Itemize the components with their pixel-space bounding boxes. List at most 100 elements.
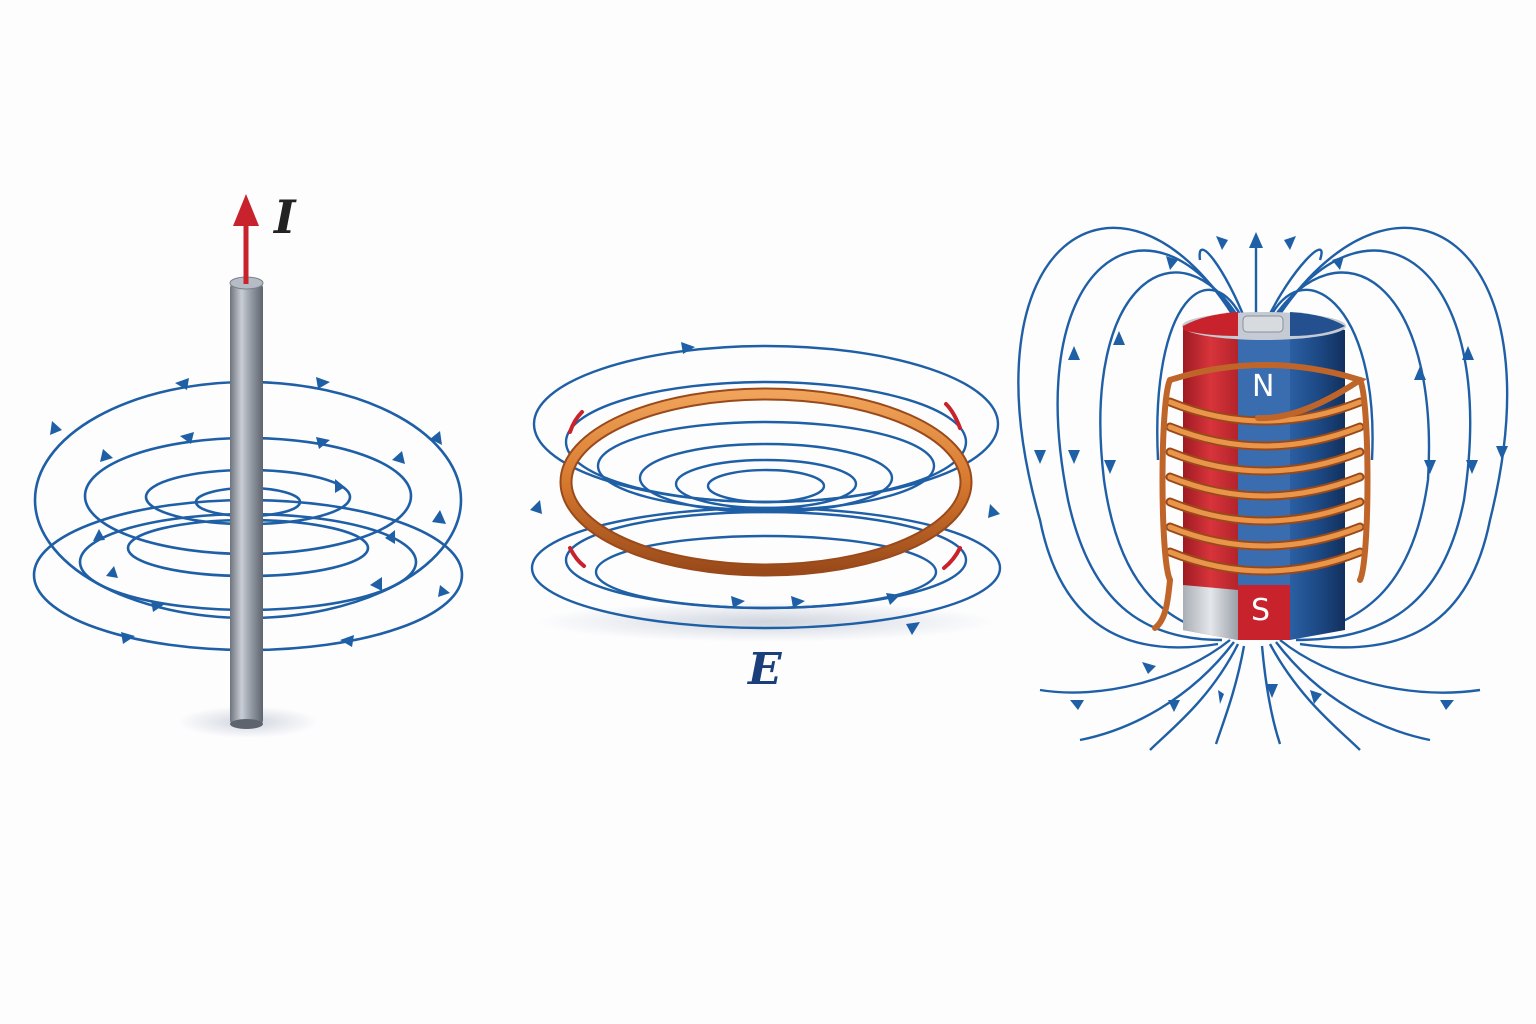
field-arrow <box>791 596 805 608</box>
field-arrow <box>180 432 194 444</box>
field-arrow <box>316 437 330 449</box>
field-line-bottom-8 <box>1279 639 1481 694</box>
field-arrow <box>430 431 442 445</box>
field-arrow <box>1424 460 1436 474</box>
loop-field-ring-3 <box>596 420 936 512</box>
current-mark <box>568 410 584 434</box>
magnet-panel: N S <box>1017 226 1509 751</box>
field-arrow <box>1496 446 1508 460</box>
field-arrow <box>1068 450 1080 464</box>
loop-panel: E <box>530 342 1002 695</box>
field-line-right-5 <box>1264 248 1323 323</box>
field-arrow <box>988 504 1000 518</box>
current-arrow <box>233 194 259 284</box>
field-arrow <box>370 577 382 591</box>
field-arrow <box>530 500 542 514</box>
loop-field-lines <box>530 344 1002 630</box>
field-arrow <box>1284 236 1296 250</box>
field-line-bottom-5 <box>1260 645 1282 745</box>
field-arrow <box>1462 346 1474 360</box>
field-line-left-1 <box>1017 226 1234 649</box>
field-arrow <box>886 593 900 605</box>
coil-turn-highlight <box>1167 524 1363 549</box>
coil-turn-highlight <box>1167 474 1363 499</box>
field-arrow <box>1466 460 1478 474</box>
field-line-bottom-4 <box>1214 645 1246 745</box>
wire-rod-bottom <box>230 719 263 729</box>
field-line-left-5 <box>1198 248 1248 323</box>
field-line-bottom-6 <box>1268 643 1361 751</box>
field-arrow <box>731 596 745 608</box>
field-arrow <box>1166 256 1178 270</box>
current-mark <box>942 546 962 570</box>
field-line-right-3 <box>1271 271 1431 638</box>
magnet-terminal <box>1242 315 1284 333</box>
field-arrow <box>1068 346 1080 360</box>
south-pole-label: S <box>1251 593 1270 628</box>
coil-turn-highlight <box>1167 499 1363 524</box>
field-arrow <box>385 530 395 544</box>
field-arrow <box>1216 236 1228 250</box>
coil-turn-highlight <box>1167 424 1363 449</box>
field-arrow <box>335 479 345 493</box>
current-loop-ring-highlight <box>561 389 971 575</box>
field-line-right-2 <box>1275 249 1472 642</box>
field-line-bottom-3 <box>1149 643 1240 751</box>
field-arrow <box>340 635 354 647</box>
field-arrow <box>316 377 330 389</box>
loop-field-ring-9 <box>594 534 938 610</box>
field-arrow <box>1332 256 1344 270</box>
field-arrow <box>121 632 135 644</box>
magnet-south-red <box>1238 585 1290 640</box>
magnet-top-red <box>1183 312 1238 336</box>
coil-top-lead <box>1167 362 1367 422</box>
coil-lead-out <box>1152 577 1173 631</box>
field-arrow <box>681 342 695 354</box>
field-arrow <box>151 600 165 612</box>
field-arrow <box>1218 690 1224 704</box>
field-arrow <box>1168 700 1180 712</box>
field-arrow <box>175 378 189 390</box>
coil-side-right <box>1357 377 1371 583</box>
current-mark <box>944 402 962 430</box>
wire-panel: I <box>32 190 464 738</box>
loop-shadow <box>536 602 996 642</box>
field-arrow <box>1104 460 1116 474</box>
field-arrow <box>392 451 405 464</box>
field-arrow <box>1310 690 1322 704</box>
field-line-bottom-7 <box>1275 641 1431 742</box>
wire-rod <box>230 282 263 726</box>
loop-field-ring-7 <box>530 506 1002 630</box>
field-arrow <box>50 421 62 435</box>
loop-field-arrows <box>530 342 1000 635</box>
field-arrow <box>1414 366 1426 380</box>
loop-field-ring-6 <box>706 468 826 504</box>
magnet-north-blue <box>1238 360 1290 412</box>
field-arrow <box>438 585 450 597</box>
field-line-left-2 <box>1056 249 1238 642</box>
bar-magnet: N S <box>1182 312 1346 640</box>
electric-field-label: E <box>746 644 783 695</box>
field-arrow <box>1249 232 1263 248</box>
wire-field-arrows <box>50 377 450 647</box>
coil-turn-highlight <box>1167 449 1363 474</box>
field-arrow <box>432 510 446 524</box>
field-arrow <box>93 529 105 541</box>
north-pole-label: N <box>1252 369 1274 404</box>
field-arrow <box>1142 662 1156 674</box>
current-label: I <box>272 190 297 244</box>
field-line-left-4 <box>1156 288 1246 461</box>
field-arrow <box>1070 700 1084 710</box>
field-line-right-1 <box>1279 226 1509 649</box>
coil-windings <box>1152 362 1371 631</box>
field-arrow <box>1266 684 1278 698</box>
loop-current-marks <box>568 402 962 570</box>
field-arrow <box>100 449 113 462</box>
magnet-field-arrows <box>1034 232 1508 712</box>
field-arrow <box>1440 700 1454 710</box>
field-arrow <box>106 566 118 578</box>
field-arrow <box>1113 331 1125 345</box>
magnet-top-blue <box>1290 312 1345 336</box>
magnet-base-grey <box>1183 585 1238 640</box>
